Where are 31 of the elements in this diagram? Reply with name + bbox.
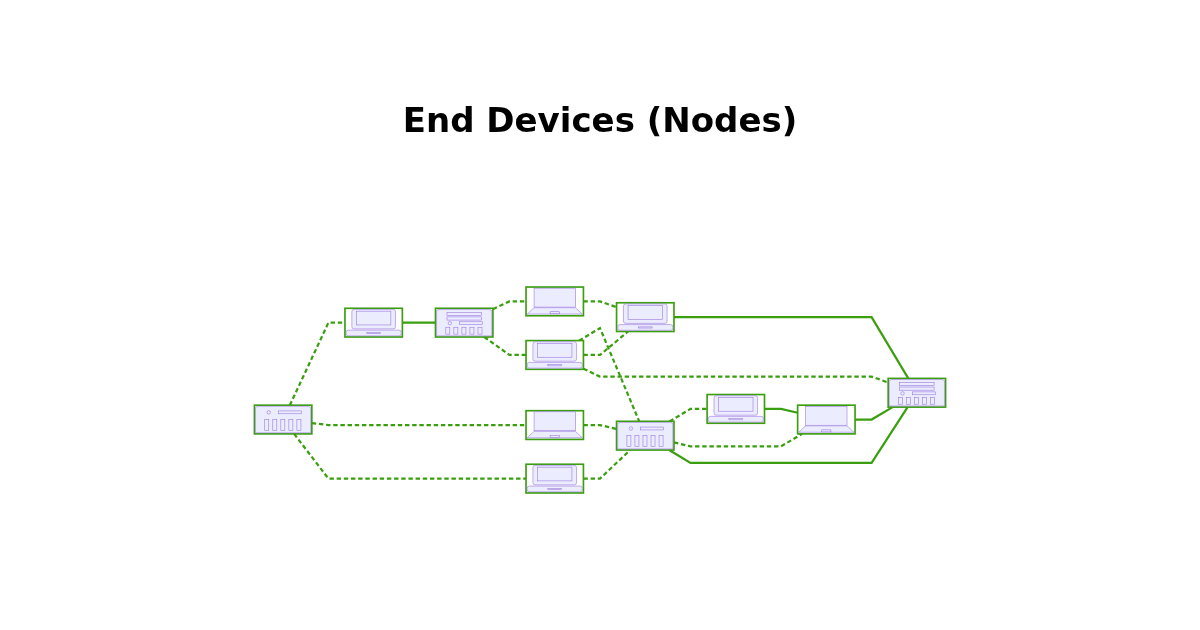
connector [582,367,889,384]
computer-icon [526,465,583,493]
connector [668,407,708,423]
connector [673,432,803,448]
connector [583,449,631,480]
connector [492,300,527,311]
diagram-title: End Devices (Nodes) [401,100,799,140]
server-icon [889,379,945,407]
connector [288,321,345,406]
laptop-icon [526,411,583,439]
connector [583,330,629,357]
server-icon [255,406,311,434]
computer-icon [707,395,764,423]
connector [311,421,527,427]
connector [668,406,909,464]
computer-icon [617,303,674,331]
connector [583,300,617,309]
connector [855,406,894,421]
laptop-icon [526,287,583,315]
connector [764,407,798,414]
connector [402,321,436,324]
computer-icon [345,309,402,337]
computer-icon [526,341,583,369]
laptop-icon [798,406,855,433]
connector [483,336,527,357]
server-icon [436,309,493,337]
connector [293,433,527,480]
connector [673,316,910,379]
connector [583,423,617,430]
connector [578,326,641,422]
server-icon [617,422,674,450]
